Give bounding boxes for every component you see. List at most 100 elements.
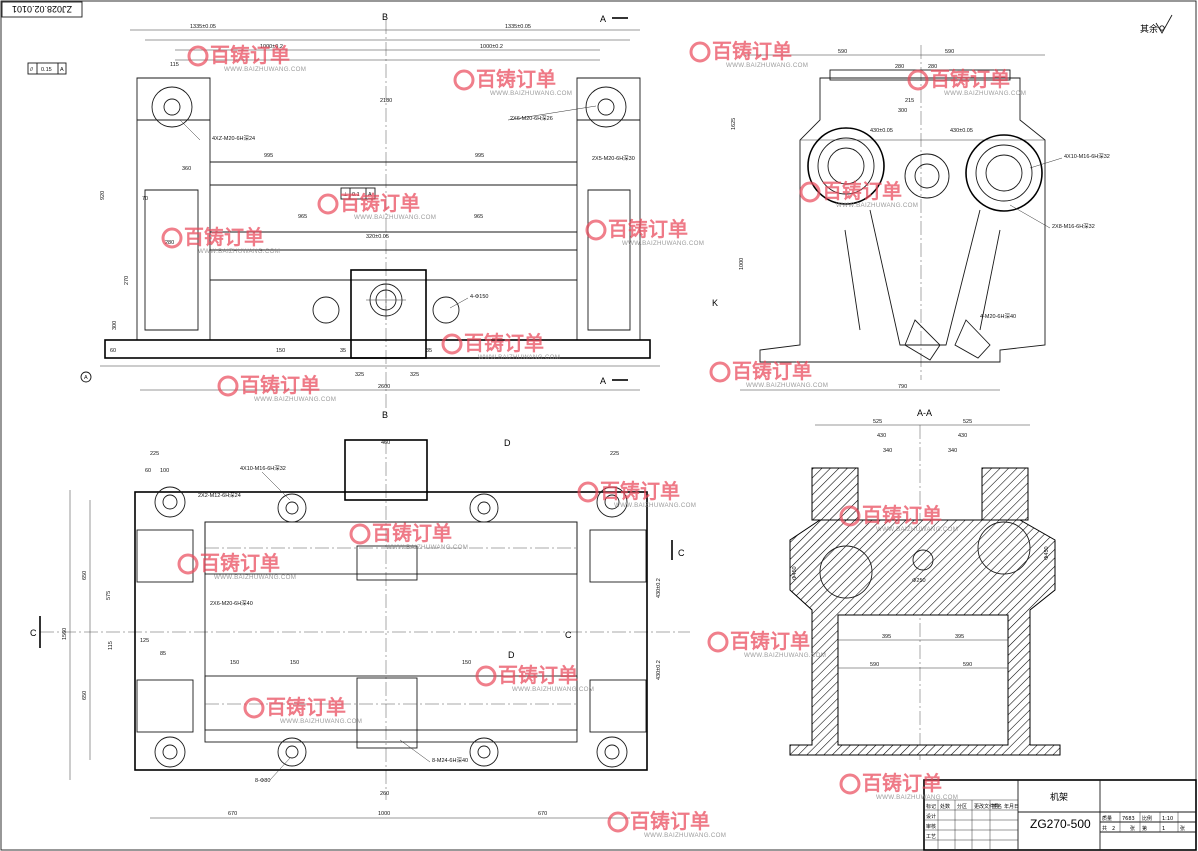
dim-text: 60 bbox=[110, 348, 116, 354]
tb-label: 质量 bbox=[1102, 815, 1112, 822]
watermark-logo-text: 百铸订单 bbox=[476, 67, 556, 91]
dim-text: 225 bbox=[150, 451, 159, 457]
dim-text: Φ250 bbox=[912, 578, 926, 584]
watermark-url: WWW.BAIZHUWANG.COM bbox=[254, 396, 336, 403]
dim-text: 1335±0.05 bbox=[190, 24, 216, 30]
section-marker-k: K bbox=[712, 298, 718, 308]
watermark-logo-text: 百铸订单 bbox=[712, 39, 792, 63]
tb-label: 签名 bbox=[992, 803, 1002, 810]
watermark-logo-icon bbox=[317, 193, 339, 215]
doc-number: ZJ028.02.0101 bbox=[12, 4, 72, 14]
dim-text: 225 bbox=[610, 451, 619, 457]
dim-text: 650 bbox=[82, 571, 88, 580]
dim-text: 460 bbox=[381, 440, 390, 446]
section-a-a-view: A-A 525 525 430 430 340 340 395 395 590 … bbox=[789, 408, 1061, 760]
watermark-url: WWW.BAIZHUWANG.COM bbox=[280, 718, 362, 725]
watermark-url: WWW.BAIZHUWANG.COM bbox=[744, 652, 826, 659]
tb-label: 比例 bbox=[1142, 815, 1152, 822]
dim-text: 2180 bbox=[380, 98, 392, 104]
dim-text: 995 bbox=[264, 153, 273, 159]
watermark-logo-text: 百铸订单 bbox=[862, 503, 942, 527]
dim-text: 100 bbox=[160, 468, 169, 474]
watermark-logo-icon bbox=[187, 45, 209, 67]
watermark-url: WWW.BAIZHUWANG.COM bbox=[944, 90, 1026, 97]
dim-text: 150 bbox=[230, 660, 239, 666]
watermark-logo-text: 百铸订单 bbox=[498, 663, 578, 687]
tolerance-frame-perp: ⊥ 0.1 A bbox=[340, 187, 376, 200]
tb-label: 张 bbox=[1130, 825, 1135, 832]
dim-text: 2600 bbox=[378, 384, 390, 390]
title-block: 机架 ZG270-500 标记 处数 分区 更改文件号 签名 年月日 设计 审核… bbox=[923, 779, 1197, 851]
dim-text: 215 bbox=[905, 98, 914, 104]
side-view: 590 590 280 280 430±0.05 430±0.05 300 10… bbox=[712, 45, 1110, 391]
callout-text: 4-Φ150 bbox=[470, 294, 488, 300]
section-title-a-a: A-A bbox=[917, 408, 932, 418]
watermark-logo-text: 百铸订单 bbox=[464, 331, 544, 355]
dim-text: 525 bbox=[963, 419, 972, 425]
dim-text: 115 bbox=[170, 62, 179, 68]
section-marker-d: D bbox=[508, 650, 515, 660]
dim-text: 590 bbox=[838, 49, 847, 55]
watermark-logo-icon bbox=[839, 773, 861, 795]
dim-text: 430±0.05 bbox=[950, 128, 973, 134]
tb-label: 张 bbox=[1180, 825, 1185, 832]
dim-text: 1335±0.05 bbox=[505, 24, 531, 30]
watermark-url: WWW.BAIZHUWANG.COM bbox=[746, 382, 828, 389]
watermark-logo-text: 百铸订单 bbox=[822, 179, 902, 203]
watermark-logo-icon bbox=[441, 333, 463, 355]
tolerance-frame-parallel: // 0.15 A bbox=[27, 62, 67, 75]
watermark-url: WWW.BAIZHUWANG.COM bbox=[386, 544, 468, 551]
dim-text: Φ450 bbox=[1044, 546, 1050, 560]
dim-text: 70 bbox=[142, 196, 148, 202]
doc-number-box: ZJ028.02.0101 bbox=[1, 1, 83, 18]
watermark-logo-text: 百铸订单 bbox=[210, 43, 290, 67]
callout-text: 4-M20-6H深40 bbox=[980, 312, 1016, 320]
watermark-url: WWW.BAIZHUWANG.COM bbox=[198, 248, 280, 255]
watermark-logo-text: 百铸订单 bbox=[240, 373, 320, 397]
tb-label: 分区 bbox=[957, 803, 967, 810]
section-marker-c: C bbox=[30, 628, 37, 638]
section-marker-b: B bbox=[382, 12, 388, 22]
dim-text: 325 bbox=[410, 372, 419, 378]
dim-text: 1000 bbox=[739, 258, 745, 270]
tb-sheets-total: 2 bbox=[1112, 826, 1115, 832]
dim-text: 300 bbox=[112, 321, 118, 330]
dim-text: 325 bbox=[355, 372, 364, 378]
dim-text: 430±0.2 bbox=[656, 578, 662, 598]
dim-text: 1000±0.2 bbox=[260, 44, 283, 50]
callout-text: 2X6-M20-6H深40 bbox=[210, 599, 253, 607]
roughness-note: 其余 bbox=[1140, 14, 1173, 35]
watermark-logo-text: 百铸订单 bbox=[630, 809, 710, 833]
dim-text: 1560 bbox=[62, 628, 68, 640]
dim-text: 260 bbox=[380, 791, 389, 797]
watermark-logo-text: 百铸订单 bbox=[184, 225, 264, 249]
watermark-url: WWW.BAIZHUWANG.COM bbox=[644, 832, 726, 839]
watermark-logo-text: 百铸订单 bbox=[200, 551, 280, 575]
tol-symbol: // bbox=[30, 67, 34, 73]
tb-label: 处数 bbox=[940, 803, 950, 810]
watermark-logo-icon bbox=[839, 505, 861, 527]
tb-label: 设计 bbox=[926, 813, 936, 820]
watermark-url: WWW.BAIZHUWANG.COM bbox=[614, 502, 696, 509]
dim-text: 995 bbox=[475, 153, 484, 159]
dim-text: 650 bbox=[82, 691, 88, 700]
part-code: ZG270-500 bbox=[1030, 817, 1091, 831]
tb-label: 标记 bbox=[926, 803, 936, 810]
watermark-url: WWW.BAIZHUWANG.COM bbox=[876, 794, 958, 801]
dim-text: 340 bbox=[883, 448, 892, 454]
dim-text: 430 bbox=[877, 433, 886, 439]
dim-text: 590 bbox=[870, 662, 879, 668]
dim-text: 60 bbox=[145, 468, 151, 474]
dim-text: 575 bbox=[106, 591, 112, 600]
